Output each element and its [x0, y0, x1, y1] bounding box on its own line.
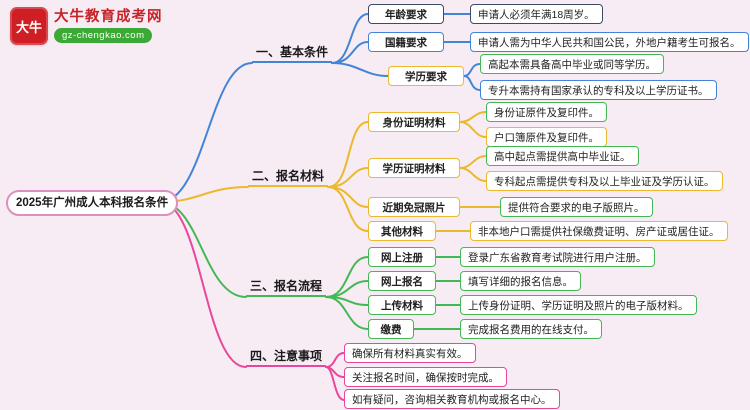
- node-online-apply: 网上报名: [368, 271, 436, 291]
- node-edu-materials: 学历证明材料: [368, 158, 460, 178]
- node-id-materials: 身份证明材料: [368, 112, 460, 132]
- brand-name[interactable]: 大牛教育成考网: [54, 9, 163, 25]
- note-authentic-materials: 确保所有材料真实有效。: [344, 343, 476, 363]
- node-photo: 近期免冠照片: [368, 197, 460, 217]
- connector-materials-edu: [327, 167, 369, 188]
- branch-process: 三、报名流程: [246, 278, 326, 297]
- node-education-requirement: 学历要求: [388, 66, 464, 86]
- connector-education-detail1: [463, 63, 481, 77]
- node-age-requirement: 年龄要求: [368, 4, 444, 24]
- branch-materials: 二、报名材料: [248, 168, 328, 187]
- connector-id-detail2: [459, 121, 487, 138]
- connector-materials-id: [327, 121, 369, 188]
- detail-online-register: 登录广东省教育考试院进行用户注册。: [460, 247, 655, 267]
- connector-process-pay: [325, 296, 369, 330]
- detail-highschool-diploma: 高中起点需提供高中毕业证。: [486, 146, 639, 166]
- connector-edu-detail1: [459, 155, 487, 169]
- detail-id-card: 身份证原件及复印件。: [486, 102, 607, 122]
- detail-education-zhuanshengben: 专升本需持有国家承认的专科及以上学历证书。: [480, 80, 717, 100]
- detail-age: 申请人必须年满18周岁。: [470, 4, 603, 24]
- connector-education-detail2: [463, 75, 481, 91]
- connector-basic-nationality: [331, 41, 369, 64]
- detail-hukou: 户口簿原件及复印件。: [486, 127, 607, 147]
- bull-logo-icon: 大牛: [10, 7, 48, 45]
- node-payment: 缴费: [368, 319, 414, 339]
- root-topic: 2025年广州成人本科报名条件: [6, 190, 179, 216]
- branch4-connectors: [159, 201, 345, 401]
- node-upload-materials: 上传材料: [368, 295, 436, 315]
- connector-root-basic: [159, 62, 253, 203]
- connector-materials-photo: [327, 186, 369, 208]
- logo-text-block: 大牛教育成考网 gz-chengkao.com: [54, 7, 163, 45]
- branch-basic-conditions: 一、基本条件: [252, 44, 332, 63]
- note-deadline: 关注报名时间，确保按时完成。: [344, 367, 507, 387]
- node-other-materials: 其他材料: [368, 221, 436, 241]
- connector-basic-education: [331, 62, 389, 77]
- node-online-register: 网上注册: [368, 247, 436, 267]
- connector-materials-other: [327, 186, 369, 232]
- detail-photo: 提供符合要求的电子版照片。: [500, 197, 653, 217]
- site-logo[interactable]: 大牛 大牛教育成考网 gz-chengkao.com: [10, 7, 163, 45]
- connector-process-apply: [325, 280, 369, 298]
- detail-nationality: 申请人需为中华人民共和国公民，外地户籍考生可报名。: [470, 32, 749, 52]
- detail-upload-materials: 上传身份证明、学历证明及照片的电子版材料。: [460, 295, 697, 315]
- detail-other-materials: 非本地户口需提供社保缴费证明、房产证或居住证。: [470, 221, 728, 241]
- node-nationality-requirement: 国籍要求: [368, 32, 444, 52]
- detail-online-apply: 填写详细的报名信息。: [460, 271, 581, 291]
- branch-notes: 四、注意事项: [246, 348, 326, 367]
- detail-college-diploma: 专科起点需提供专科及以上毕业证及学历认证。: [486, 171, 723, 191]
- branch3-connectors: [159, 201, 461, 330]
- note-consult: 如有疑问，咨询相关教育机构或报名中心。: [344, 389, 560, 409]
- connector-notes-1: [325, 352, 345, 368]
- connector-id-detail1: [459, 111, 487, 123]
- connector-root-notes: [159, 201, 247, 368]
- site-domain-badge[interactable]: gz-chengkao.com: [54, 28, 153, 43]
- connector-notes-3: [325, 366, 345, 401]
- detail-education-gaoqiben: 高起本需具备高中毕业或同等学历。: [480, 54, 664, 74]
- branch2-connectors: [159, 111, 501, 232]
- connector-edu-detail2: [459, 167, 487, 182]
- detail-payment: 完成报名费用的在线支付。: [460, 319, 602, 339]
